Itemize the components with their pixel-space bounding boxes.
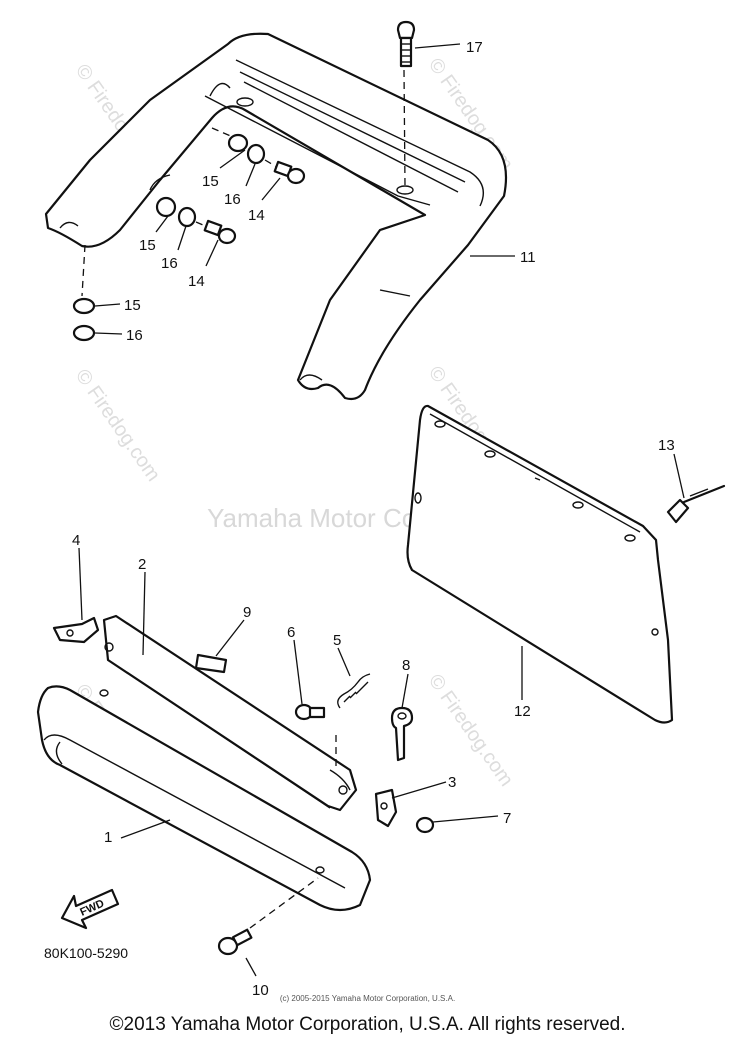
part-9-label: [194, 653, 228, 674]
part-4-bracket: [52, 616, 100, 644]
callout-15c: 15: [124, 297, 141, 314]
callout-17: 17: [466, 39, 483, 56]
diagram-code: 80K100-5290: [44, 945, 128, 961]
callout-7: 7: [503, 810, 511, 827]
part-6-bolt: [294, 703, 326, 721]
part-1-bumper: [36, 685, 372, 912]
callout-15a: 15: [202, 173, 219, 190]
small-copyright: (c) 2005-2015 Yamaha Motor Corporation, …: [279, 994, 456, 1003]
part-12-flap: [406, 404, 674, 724]
callout-1: 1: [104, 829, 112, 846]
fwd-arrow: FWD: [60, 888, 120, 930]
part-5-spring: [337, 673, 371, 709]
part-7-nut: [415, 816, 435, 834]
callout-2: 2: [138, 556, 146, 573]
watermark-diagonal-6: © Firedog.com: [424, 670, 517, 790]
callout-16b: 16: [161, 255, 178, 272]
part-2-plate: [102, 614, 358, 812]
part-8-key: [390, 706, 414, 762]
copyright-footer: ©2013 Yamaha Motor Corporation, U.S.A. A…: [109, 1014, 626, 1035]
part-10-bolt: [217, 877, 319, 956]
callout-labels: 17 11 15 16 14 15 16 14 15 16 13 12 4 2 …: [72, 39, 675, 999]
callout-12: 12: [514, 703, 531, 720]
part-3-bracket: [374, 788, 398, 828]
part-13-rivet: [666, 484, 726, 524]
callout-6: 6: [287, 624, 295, 641]
callout-8: 8: [402, 657, 410, 674]
callout-4: 4: [72, 532, 80, 549]
callout-3: 3: [448, 774, 456, 791]
callout-14b: 14: [188, 273, 205, 290]
callout-14a: 14: [248, 207, 265, 224]
part-11-grab-bar: [44, 32, 508, 401]
part-17-bolt: [396, 20, 416, 68]
callout-15b: 15: [139, 237, 156, 254]
callout-16c: 16: [126, 327, 143, 344]
callout-5: 5: [333, 632, 341, 649]
callout-13: 13: [658, 437, 675, 454]
callout-9: 9: [243, 604, 251, 621]
fasteners-upper: [72, 133, 306, 342]
callout-11: 11: [520, 249, 536, 266]
leader-lines: [78, 43, 685, 977]
callout-10: 10: [252, 982, 269, 999]
watermark-diagonal-3: © Firedog.com: [71, 365, 164, 485]
callout-16a: 16: [224, 191, 241, 208]
